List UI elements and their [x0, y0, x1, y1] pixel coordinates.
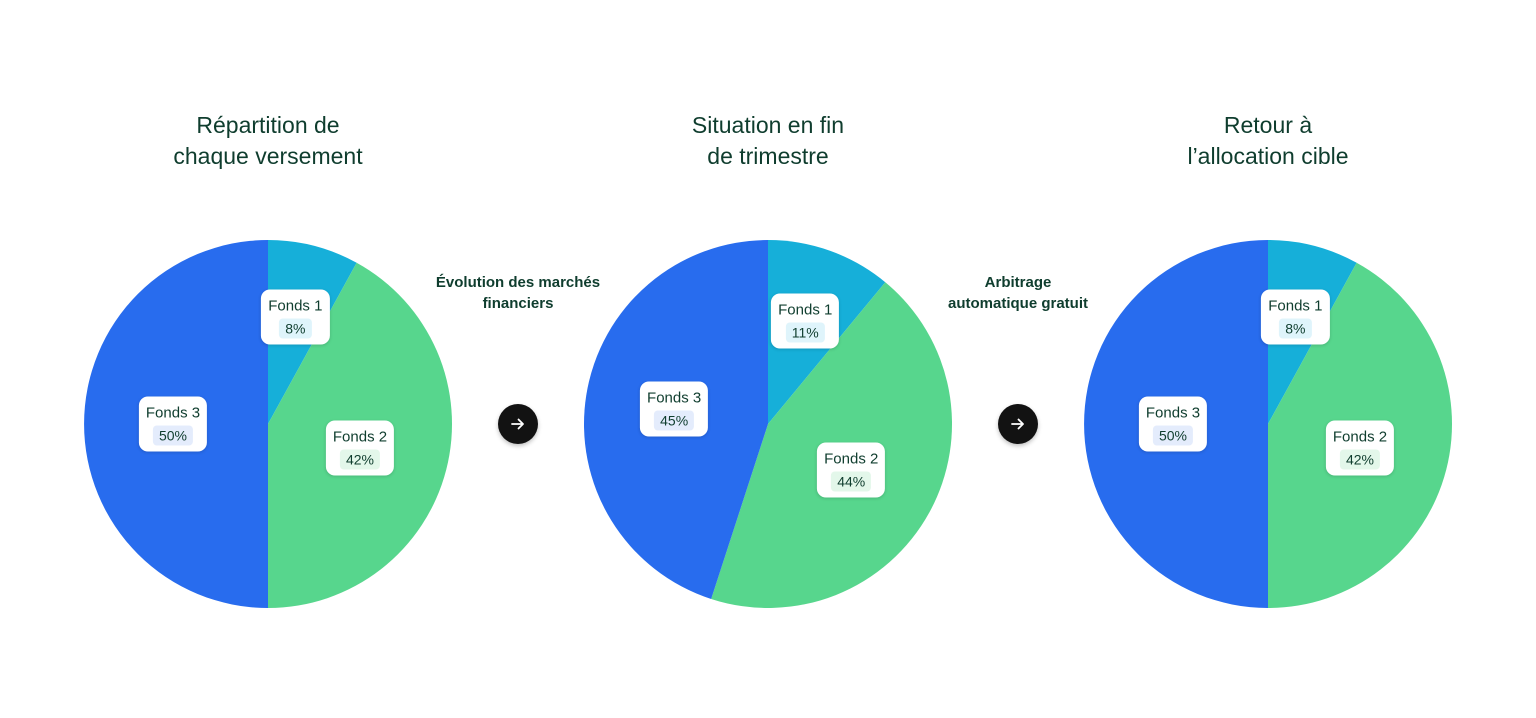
slice-name: Fonds 3	[145, 404, 201, 422]
slice-name: Fonds 3	[1145, 404, 1201, 422]
connector-label-1-line-1: Évolution des marchés	[435, 274, 601, 291]
slice-label: Fonds 1 11%	[771, 293, 840, 348]
chart-title-1: Répartition de chaque versement	[108, 110, 428, 172]
chart-title-2-line-2: de trimestre	[707, 143, 829, 169]
arrow-right-icon	[1011, 418, 1024, 430]
slice-percentage-badge: 11%	[785, 322, 825, 342]
chart-title-2-line-1: Situation en fin	[691, 112, 845, 138]
slice-name: Fonds 1	[1268, 297, 1323, 315]
next-step-button-2[interactable]	[998, 404, 1038, 444]
slice-name: Fonds 2	[332, 428, 388, 446]
connector-label-1: Évolution des marchés financiers	[418, 272, 618, 314]
chart-title-1-line-2: chaque versement	[173, 143, 363, 169]
slice-label: Fonds 3 45%	[640, 381, 709, 437]
chart-title-3-line-2: l’allocation cible	[1187, 143, 1349, 169]
slice-label: Fonds 1 8%	[1261, 289, 1330, 345]
connector-label-2-line-1: Arbitrage	[984, 274, 1052, 291]
slice-label: Fonds 1 8%	[261, 289, 330, 345]
slice-name: Fonds 2	[1332, 428, 1388, 446]
slice-label: Fonds 3 50%	[1138, 396, 1208, 452]
slice-percentage-badge: 45%	[654, 410, 695, 431]
arrow-right-icon	[511, 418, 524, 430]
connector-label-1-line-2: financiers	[482, 295, 554, 312]
connector-label-2: Arbitrage automatique gratuit	[918, 272, 1118, 314]
chart-title-3: Retour à l’allocation cible	[1108, 110, 1428, 172]
slice-name: Fonds 3	[647, 389, 702, 407]
chart-title-3-line-1: Retour à	[1223, 112, 1313, 138]
slice-name: Fonds 1	[778, 301, 833, 318]
slice-percentage-badge: 44%	[831, 471, 872, 492]
chart-title-2: Situation en fin de trimestre	[608, 110, 928, 172]
slice-percentage-badge: 8%	[279, 318, 312, 339]
slice-label: Fonds 2 42%	[1325, 420, 1395, 476]
next-step-button-1[interactable]	[498, 404, 538, 444]
slice-percentage-badge: 50%	[152, 425, 194, 446]
slice-label: Fonds 2 44%	[817, 442, 886, 498]
slice-percentage-badge: 8%	[1279, 318, 1312, 339]
slice-name: Fonds 2	[824, 450, 879, 468]
slice-label: Fonds 2 42%	[325, 420, 395, 476]
connector-label-2-line-2: automatique gratuit	[947, 295, 1088, 312]
slice-percentage-badge: 42%	[1339, 449, 1381, 470]
slice-percentage-badge: 42%	[339, 449, 381, 470]
slice-label: Fonds 3 50%	[138, 396, 208, 452]
slice-name: Fonds 1	[268, 297, 323, 315]
pie-chart-2	[584, 240, 952, 608]
slice-percentage-badge: 50%	[1152, 425, 1194, 446]
chart-title-1-line-1: Répartition de	[196, 112, 340, 138]
